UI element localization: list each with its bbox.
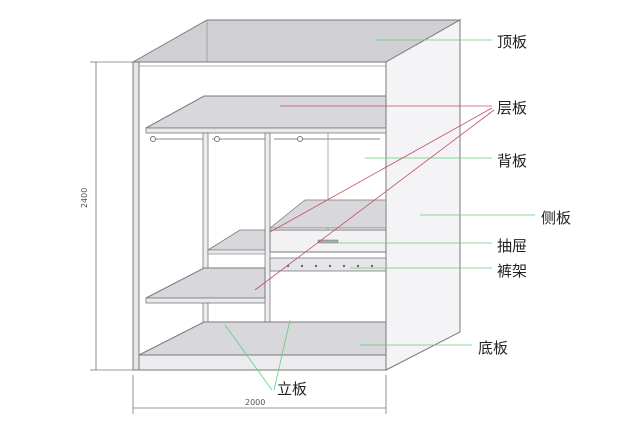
drawer-shelf-shape [268, 199, 387, 229]
trouser-rack-shape [269, 257, 387, 272]
lower-shelf-front [145, 297, 266, 304]
middle-shelf-shape [206, 229, 266, 251]
label-drawer: 抽屉 [497, 237, 528, 255]
height-dimension-line [90, 61, 133, 371]
label-divider: 立板 [277, 380, 308, 398]
label-shelf: 层板 [497, 99, 528, 117]
middle-shelf-front [207, 249, 266, 255]
side-panel-shape [385, 19, 461, 371]
top-shelf-shape [145, 95, 387, 129]
rod-end-3 [297, 136, 303, 142]
height-dimension-text: 2400 [80, 187, 89, 208]
label-bottom-panel: 底板 [478, 339, 509, 357]
width-dimension-line [132, 375, 387, 414]
label-side-panel: 侧板 [541, 209, 572, 227]
width-dimension-text: 2000 [245, 398, 266, 407]
rod-end-1 [150, 136, 156, 142]
rod-end-2 [214, 136, 220, 142]
bottom-panel-front [138, 354, 387, 371]
bottom-panel-shape [138, 321, 387, 356]
leader-lines-red [254, 105, 495, 291]
top-shelf-front [145, 127, 387, 134]
left-side-panel-shape [132, 61, 140, 371]
lower-shelf-shape [145, 267, 266, 299]
label-top-panel: 顶板 [497, 33, 528, 51]
label-back-panel: 背板 [497, 152, 528, 170]
label-trouser-rack: 裤架 [497, 262, 528, 280]
leader-lines-green [224, 39, 535, 391]
